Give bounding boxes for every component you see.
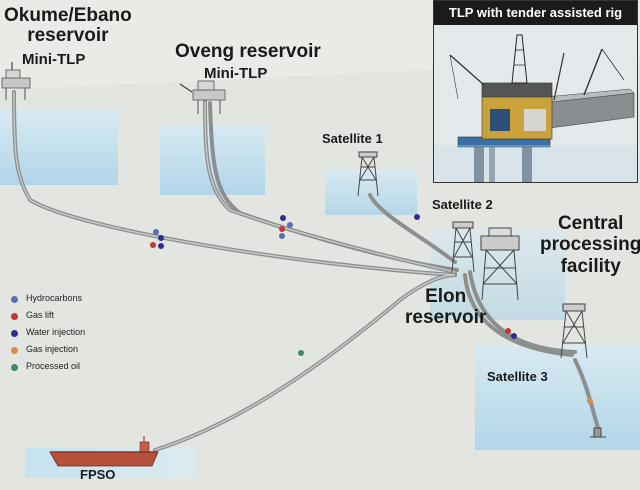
- okume-hydrocarbons-dot: [153, 229, 159, 235]
- satellite-3-pipeline: [463, 273, 574, 357]
- okume-mini-tlp: [1, 62, 31, 100]
- legend-label: Gas lift: [26, 310, 55, 320]
- satellite-2-label: Satellite 2: [432, 197, 493, 212]
- satellite-1-label: Satellite 1: [322, 131, 383, 146]
- subsea-wellhead: [590, 427, 606, 438]
- hydrocarbons-dot: [11, 296, 18, 303]
- satellite-3-water-injection-dot: [511, 333, 517, 339]
- satellite-3-tower: [560, 303, 588, 359]
- satellite-1-water: [325, 170, 417, 215]
- gas-injection-dot: [11, 347, 18, 354]
- gas-lift-dot: [11, 313, 18, 320]
- okume-water-injection-dot: [158, 235, 164, 241]
- satellite-3-label: Satellite 3: [487, 369, 548, 384]
- okume-reservoir-label: Okume/Ebano reservoir: [4, 5, 132, 46]
- flow-markers: [150, 214, 593, 404]
- satellite-1-tower: [357, 151, 379, 197]
- legend-item-hydrocarbons: Hydrocarbons: [8, 290, 110, 307]
- pipeline-highlights: [13, 91, 456, 451]
- legend-label: Gas injection: [26, 344, 79, 354]
- oveng-gas-lift-dot: [279, 226, 285, 232]
- legend-item-gas-lift: Gas lift: [8, 307, 110, 324]
- fpso-label: FPSO: [80, 467, 116, 482]
- satellite-3-gas-lift-dot: [505, 328, 511, 334]
- oveng-mini-tlp-label: Mini-TLP: [204, 65, 268, 82]
- legend-label: Processed oil: [26, 361, 81, 371]
- okume-water-injection-dot-2: [158, 243, 164, 249]
- oveng-mini-tlp: [179, 80, 226, 114]
- legend-label: Hydrocarbons: [26, 293, 83, 303]
- legend-item-gas-injection: Gas injection: [8, 341, 110, 358]
- central-facility-platform: [480, 227, 520, 301]
- oveng-hydrocarbons-dot: [287, 222, 293, 228]
- legend-label: Water injection: [26, 327, 86, 337]
- elon-reservoir-label: Elon reservoir: [405, 286, 487, 329]
- legend-item-processed-oil: Processed oil: [8, 358, 110, 375]
- legend: Hydrocarbons Gas lift Water injection Ga…: [8, 290, 110, 375]
- satellite-1-pipeline: [368, 193, 457, 264]
- fpso-vessel: [49, 436, 159, 467]
- okume-mini-tlp-label: Mini-TLP: [22, 51, 86, 68]
- central-facility-label: Central processing facility: [540, 213, 640, 277]
- okume-gas-lift-dot: [150, 242, 156, 248]
- water-injection-dot: [11, 330, 18, 337]
- tlp-rig-illustration: [434, 25, 637, 182]
- legend-item-water-injection: Water injection: [8, 324, 110, 341]
- tlp-inset-panel: TLP with tender assisted rig: [433, 0, 638, 183]
- satellite-3-water: [475, 345, 640, 450]
- processed-oil-dot: [298, 350, 304, 356]
- satellite-3-gas-injection-dot: [587, 398, 593, 404]
- satellite-1-water-injection-dot: [414, 214, 420, 220]
- subsea-pipeline: [573, 358, 600, 430]
- processed-oil-dot: [11, 364, 18, 371]
- oveng-reservoir-label: Oveng reservoir: [175, 41, 321, 62]
- satellite-3-pipeline-2: [468, 270, 577, 354]
- inset-title: TLP with tender assisted rig: [434, 1, 637, 25]
- satellite-2-tower: [451, 221, 475, 273]
- oveng-water-injection-dot: [280, 215, 286, 221]
- oveng-hydrocarbons-dot-2: [279, 233, 285, 239]
